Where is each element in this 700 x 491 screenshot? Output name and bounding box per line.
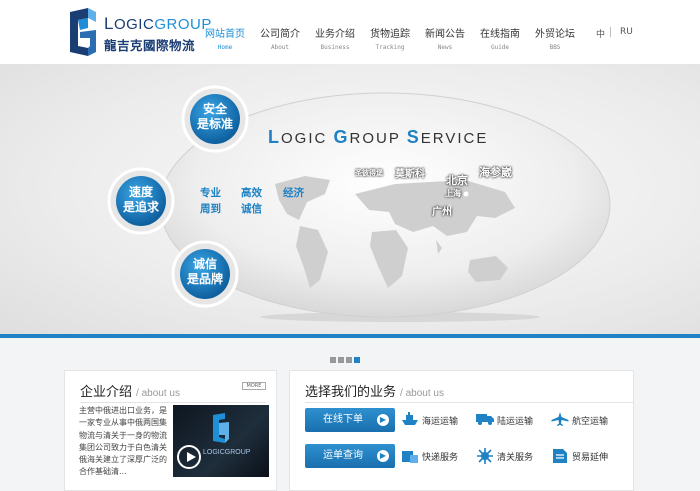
intro-more-button[interactable]: MORE	[242, 382, 266, 390]
online-order-button[interactable]: 在线下单▶	[305, 408, 395, 432]
trade-icon	[553, 449, 567, 463]
intro-text: 主营中俄进出口业务，是一家专业从事中俄两国集物流与清关于一身的物流集团公司致力于…	[79, 406, 167, 477]
business-title: 选择我们的业务/ about us	[305, 385, 444, 400]
bubble-2	[116, 176, 166, 226]
ship-icon	[402, 412, 418, 425]
airplane-icon	[551, 412, 569, 426]
city-dot-guangzhou	[447, 204, 453, 210]
express-icon	[402, 451, 418, 463]
slider-dots	[330, 348, 362, 363]
city-moscow: 莫斯科	[395, 169, 425, 180]
slider-dot-3[interactable]	[346, 357, 352, 363]
banner-graphic	[107, 85, 611, 322]
city-haishenwei: 海参崴	[479, 166, 512, 179]
waybill-query-button[interactable]: 运单查询▶	[305, 444, 395, 468]
video-logo-text: LOGICGROUP	[203, 449, 251, 456]
truck-icon	[476, 414, 494, 425]
play-icon[interactable]	[177, 445, 201, 469]
bubble-3-text: 诚信是品牌	[186, 257, 223, 286]
logo[interactable]: LOGICGROUP 龍吉克國際物流	[66, 8, 211, 58]
word-chengxin: 诚信	[241, 203, 262, 215]
intro-title: 企业介绍/ about us	[80, 385, 180, 400]
word-gaoxiao: 高效	[241, 187, 262, 199]
city-guangzhou: 广州	[432, 207, 452, 218]
banner-title: LOGIC GROUP SERVICE	[268, 127, 489, 147]
intro-video[interactable]: LOGICGROUP	[173, 405, 269, 477]
city-shanghai: 上海	[445, 189, 461, 198]
arrow-right-icon: ▶	[377, 450, 389, 462]
word-jingji: 经济	[283, 187, 304, 199]
lang-cn-link[interactable]: 中	[596, 30, 606, 40]
logo-text-en: LOGICGROUP	[104, 14, 212, 33]
slider-dot-1[interactable]	[330, 357, 336, 363]
video-logo-icon	[213, 413, 229, 443]
intro-divider	[80, 402, 266, 403]
lang-divider	[610, 27, 611, 37]
business-panel: 选择我们的业务/ about us 在线下单▶ 运单查询▶ 海运运输 陆运运输 …	[289, 370, 634, 491]
banner-divider	[0, 334, 700, 338]
bubble-3	[180, 249, 230, 299]
word-zhoudao: 周到	[200, 203, 221, 215]
business-divider	[305, 402, 633, 403]
world-map-icon	[275, 176, 515, 288]
customs-icon	[477, 448, 493, 464]
city-dot-beijing	[457, 178, 463, 184]
bubble-1	[190, 94, 240, 144]
lang-ru-link[interactable]: RU	[620, 27, 633, 37]
slider-dot-4[interactable]	[354, 357, 360, 363]
bubble-2-text: 速度是追求	[122, 185, 159, 214]
hero-banner: LOGIC GROUP SERVICE 安全是标准 速度是追求 诚信是品牌 专业…	[0, 64, 700, 336]
logo-mark-icon	[70, 8, 96, 56]
city-beijing: 北京	[446, 174, 468, 187]
slider-dot-2[interactable]	[338, 357, 344, 363]
logo-text-cn: 龍吉克國際物流	[104, 38, 196, 53]
arrow-right-icon: ▶	[377, 414, 389, 426]
city-spb: 圣彼得堡	[355, 169, 383, 177]
intro-panel: 企业介绍/ about us MORE 主营中俄进出口业务，是一家专业从事中俄两…	[64, 370, 277, 491]
bubble-1-text: 安全是标准	[196, 102, 233, 131]
city-dot-shanghai	[463, 191, 469, 197]
city-dot-moscow	[389, 172, 395, 178]
word-zhuanye: 专业	[200, 187, 221, 199]
